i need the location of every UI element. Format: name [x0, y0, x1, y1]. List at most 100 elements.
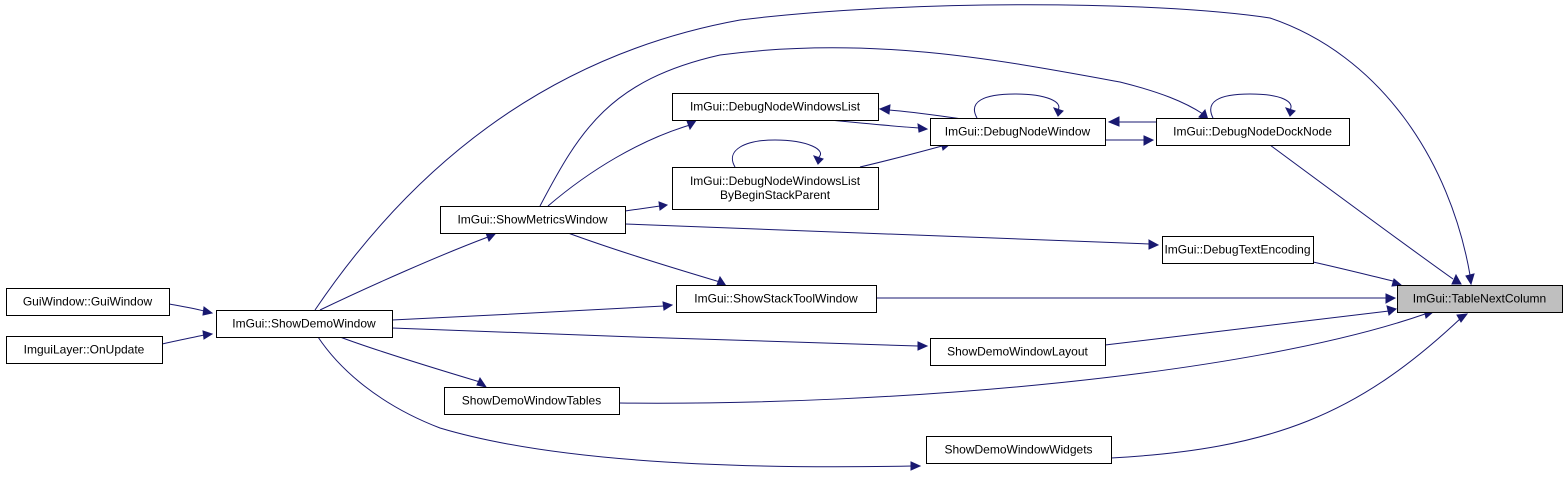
edge-show-demo-window-to-show-demo-window-layout: [391, 327, 929, 351]
node-box: [1156, 118, 1350, 146]
edge-arrowhead: [813, 155, 824, 165]
edge-line: [1210, 93, 1292, 119]
node-debug-node-windows-list[interactable]: ImGui::DebugNodeWindowsList: [672, 93, 879, 121]
edge-arrowhead: [485, 232, 496, 242]
edge-line: [339, 336, 481, 383]
edge-arrowhead: [1451, 273, 1462, 285]
edge-line: [618, 313, 1426, 404]
edge-arrowhead: [878, 104, 891, 115]
node-show-metrics-window[interactable]: ImGui::ShowMetricsWindow: [440, 206, 626, 234]
edge-arrowhead: [910, 461, 922, 471]
edge-arrowhead: [202, 306, 214, 316]
edge-debug-node-window-to-debug-node-window: [973, 93, 1064, 119]
edge-debug-node-window-to-debug-node-dock-node: [1105, 135, 1155, 146]
node-debug-node-dock-node[interactable]: ImGui::DebugNodeDockNode: [1156, 118, 1350, 146]
node-label: ShowDemoWindowTables: [462, 394, 601, 408]
edge-line: [319, 236, 489, 311]
node-label: ShowDemoWindowLayout: [947, 345, 1088, 359]
node-show-demo-window[interactable]: ImGui::ShowDemoWindow: [216, 310, 393, 338]
edges-layer: [161, 4, 1475, 471]
edge-show-stack-tool-window-to-table-next-column: [877, 293, 1397, 304]
edge-arrowhead: [1143, 135, 1155, 146]
node-label: ImGui::ShowDemoWindow: [232, 317, 376, 331]
node-imgui-layer-on-update[interactable]: ImguiLayer::OnUpdate: [6, 336, 163, 364]
node-box: [672, 93, 879, 121]
edge-arrowhead: [1285, 107, 1296, 117]
node-box: [672, 167, 879, 210]
edge-arrowhead: [1465, 273, 1475, 286]
edge-line: [732, 139, 821, 168]
node-box: [444, 387, 620, 415]
edge-line: [168, 303, 205, 312]
edge-line: [547, 124, 691, 207]
edge-line: [859, 145, 943, 168]
edge-line: [829, 119, 920, 129]
edge-line: [973, 93, 1060, 119]
edge-line: [391, 305, 665, 321]
edge-arrowhead: [1148, 239, 1160, 250]
edge-gui-window-to-show-demo-window: [168, 303, 214, 316]
edge-arrowhead: [476, 376, 488, 388]
node-debug-node-window[interactable]: ImGui::DebugNodeWindow: [930, 118, 1106, 146]
node-label: ImGui::DebugNodeWindow: [945, 125, 1091, 139]
edge-line: [391, 327, 919, 347]
edge-arrowhead: [716, 275, 728, 287]
edge-line: [1110, 317, 1462, 459]
node-box: [930, 118, 1106, 146]
node-label: ImGui::DebugTextEncoding: [1164, 243, 1310, 257]
node-show-demo-window-widgets[interactable]: ShowDemoWindowWidgets: [926, 436, 1112, 464]
edge-arrowhead: [1053, 107, 1064, 117]
edge-line: [1312, 261, 1394, 282]
edge-arrowhead: [202, 330, 214, 340]
edge-show-demo-window-to-show-metrics-window: [319, 232, 496, 311]
edge-debug-node-windows-list-by-begin-stack-parent-to-debug-node-windows-list-by-begin-stack-parent: [732, 139, 824, 168]
node-box: [216, 310, 393, 338]
node-debug-node-windows-list-by-begin-stack-parent[interactable]: ImGui::DebugNodeWindowsListByBeginStackP…: [672, 167, 879, 210]
node-show-demo-window-tables[interactable]: ShowDemoWindowTables: [444, 387, 620, 415]
edge-line: [1104, 310, 1390, 346]
node-gui-window[interactable]: GuiWindow::GuiWindow: [6, 288, 170, 316]
edge-line: [1269, 144, 1454, 280]
edge-show-metrics-window-to-show-stack-tool-window: [567, 232, 728, 287]
edge-line: [161, 334, 205, 345]
node-box: [1397, 285, 1563, 313]
edge-arrowhead: [1456, 313, 1469, 323]
edge-show-demo-window-widgets-to-table-next-column: [1110, 313, 1469, 459]
edge-debug-node-dock-node-to-debug-node-window: [1107, 116, 1157, 127]
edge-debug-node-windows-list-to-debug-node-window: [829, 119, 929, 133]
edge-line: [314, 4, 1471, 311]
node-label: GuiWindow::GuiWindow: [23, 295, 153, 309]
edge-line: [567, 232, 721, 283]
node-label: ImGui::TableNextColumn: [1413, 292, 1546, 306]
edge-debug-node-dock-node-to-debug-node-dock-node: [1210, 93, 1296, 119]
edge-line: [624, 223, 1151, 245]
node-label: ByBeginStackParent: [720, 188, 831, 202]
node-show-demo-window-layout[interactable]: ShowDemoWindowLayout: [930, 338, 1106, 366]
edge-debug-node-dock-node-to-table-next-column: [1269, 144, 1462, 285]
edge-arrowhead: [917, 123, 929, 133]
node-table-next-column[interactable]: ImGui::TableNextColumn: [1397, 285, 1563, 313]
edge-line: [624, 205, 661, 212]
edge-show-demo-window-to-show-demo-window-tables: [339, 336, 488, 388]
edge-arrowhead: [917, 341, 929, 351]
edge-arrowhead: [662, 301, 674, 311]
edge-show-demo-window-to-table-next-column: [314, 4, 1475, 311]
node-label: ImGui::DebugNodeDockNode: [1173, 125, 1332, 139]
node-debug-text-encoding[interactable]: ImGui::DebugTextEncoding: [1162, 236, 1314, 264]
node-label: ImGui::ShowStackToolWindow: [694, 292, 858, 306]
node-box: [676, 285, 877, 313]
node-box: [6, 288, 170, 316]
node-label: ImGui::DebugNodeWindowsList: [690, 174, 861, 188]
node-label: ImGui::DebugNodeWindowsList: [690, 100, 861, 114]
node-box: [440, 206, 626, 234]
node-show-stack-tool-window[interactable]: ImGui::ShowStackToolWindow: [676, 285, 877, 313]
edge-imgui-layer-on-update-to-show-demo-window: [161, 330, 214, 345]
edge-show-demo-window-to-show-stack-tool-window: [391, 301, 674, 321]
edge-debug-text-encoding-to-table-next-column: [1312, 261, 1403, 287]
edge-show-metrics-window-to-debug-node-windows-list-by-begin-stack-parent: [624, 201, 669, 212]
edge-arrowhead: [1385, 293, 1397, 304]
edge-line: [539, 47, 1204, 207]
edge-show-demo-window-to-show-demo-window-widgets: [317, 336, 922, 471]
node-label: ShowDemoWindowWidgets: [944, 443, 1092, 457]
